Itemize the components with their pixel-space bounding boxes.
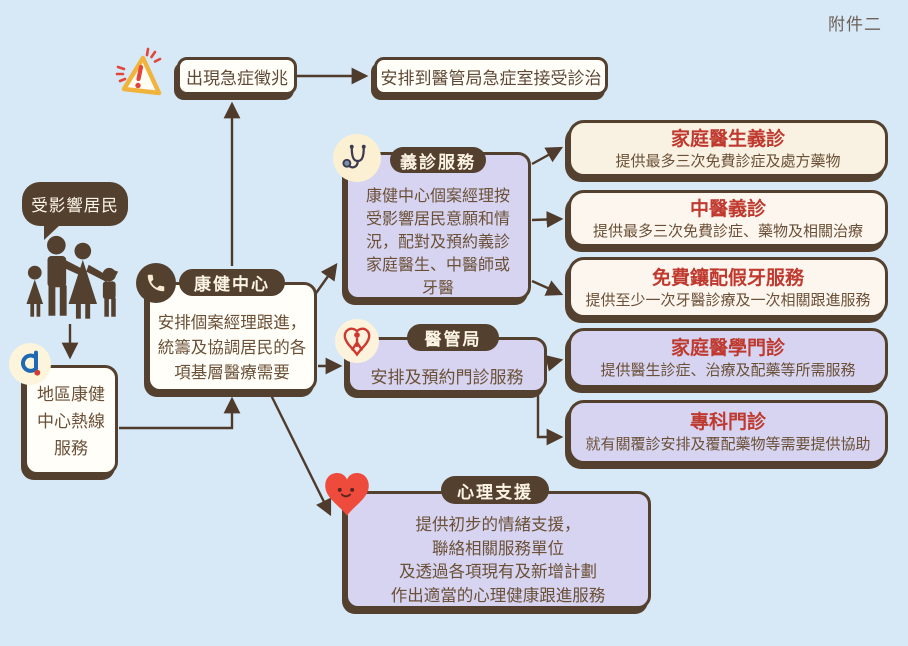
service-title: 免費鑲配假牙服務 bbox=[651, 266, 804, 289]
arrow-ha-to-gopc bbox=[545, 355, 564, 372]
service-specialist-outpatient: 專科門診 就有關覆診安排及覆配藥物等需要提供協助 bbox=[568, 400, 888, 464]
emergency-sign-label: 出現急症徵兆 bbox=[186, 68, 288, 89]
psych-support-line: 及透過各項現有及新增計劃 bbox=[399, 562, 597, 581]
warning-triangle-icon bbox=[112, 46, 170, 110]
psych-support-line: 作出適當的心理健康跟進服務 bbox=[390, 585, 606, 605]
free-clinic-line: 康健中心個案經理按 bbox=[365, 186, 510, 205]
arrow-centre-to-clinic bbox=[313, 263, 338, 297]
psych-support-title: 心理支援 bbox=[441, 476, 549, 504]
emergency-action-box: 安排到醫管局急症室接受診治 bbox=[374, 57, 608, 95]
health-centre-box: 安排個案經理跟進， 統籌及協調居民的各 項基層醫療需要 bbox=[147, 282, 317, 392]
free-clinic-box: 康健中心個案經理按 受影響居民意願和情 況，配對及預約義診 家庭醫生、中醫師或 … bbox=[345, 152, 531, 300]
residents-label: 受影響居民 bbox=[31, 196, 119, 215]
heart-face-icon bbox=[318, 466, 376, 526]
psych-support-line: 聯絡相關服務單位 bbox=[432, 538, 564, 558]
hospital-authority-body: 安排及預約門診服務 bbox=[370, 368, 524, 388]
hotline-line: 服務 bbox=[54, 439, 88, 459]
health-centre-title: 康健中心 bbox=[179, 269, 285, 296]
residents-speech-bubble: 受影響居民 bbox=[22, 182, 128, 240]
health-centre-line: 安排個案經理跟進， bbox=[157, 313, 307, 332]
emergency-sign-box: 出現急症徵兆 bbox=[177, 57, 297, 95]
phone-icon bbox=[136, 263, 176, 303]
service-desc: 就有關覆診安排及覆配藥物等需要提供協助 bbox=[585, 435, 871, 453]
arrow-centre-to-psych bbox=[266, 388, 332, 517]
free-clinic-line: 受影響居民意願和情 bbox=[365, 209, 510, 228]
free-clinic-line: 牙醫 bbox=[421, 278, 454, 297]
hospital-authority-title: 醫管局 bbox=[407, 324, 499, 351]
service-title: 家庭醫生義診 bbox=[670, 127, 785, 150]
service-desc: 提供醫生診症、治療及配藥等所需服務 bbox=[600, 361, 856, 379]
psych-support-box: 提供初步的情緒支援， 聯絡相關服務單位 及透過各項現有及新增計劃 作出適當的心理… bbox=[345, 491, 651, 609]
arrow-clinic-to-denture bbox=[531, 279, 564, 296]
free-clinic-line: 況，配對及預約義診 bbox=[365, 232, 510, 251]
district-health-centre-logo bbox=[9, 343, 51, 385]
service-desc: 提供最多三次免費診症及處方藥物 bbox=[615, 151, 841, 170]
hotline-box: 地區康健 中心熱線 服務 bbox=[24, 365, 118, 475]
service-title: 專科門診 bbox=[689, 411, 766, 433]
service-title: 家庭醫學門診 bbox=[670, 337, 785, 359]
service-free-denture: 免費鑲配假牙服務 提供至少一次牙醫診療及一次相關跟進服務 bbox=[568, 257, 888, 318]
psych-support-line: 提供初步的情緒支援， bbox=[415, 515, 581, 534]
hotline-line: 中心熱線 bbox=[37, 412, 105, 432]
health-centre-line: 項基層醫療需要 bbox=[174, 363, 290, 382]
stethoscope-icon bbox=[333, 134, 381, 182]
family-silhouette bbox=[24, 231, 122, 329]
service-desc: 提供至少一次牙醫診療及一次相關跟進服務 bbox=[585, 290, 871, 309]
service-chinese-medicine-clinic: 中醫義診 提供最多三次免費診症、藥物及相關治療 bbox=[568, 190, 888, 247]
hospital-authority-logo bbox=[335, 319, 379, 363]
service-family-doctor-clinic: 家庭醫生義診 提供最多三次免費診症及處方藥物 bbox=[568, 120, 888, 177]
arrow-hotline-to-centre bbox=[119, 396, 241, 430]
arrow-clinic-to-family-doctor bbox=[531, 146, 564, 166]
service-family-medicine-outpatient: 家庭醫學門診 提供醫生診症、治療及配藥等所需服務 bbox=[568, 328, 888, 388]
arrow-clinic-to-chinese-med bbox=[531, 211, 564, 228]
service-desc: 提供最多三次免費診症、藥物及相關治療 bbox=[592, 221, 863, 240]
free-clinic-line: 家庭醫生、中醫師或 bbox=[365, 255, 510, 274]
service-title: 中醫義診 bbox=[689, 197, 766, 220]
free-clinic-title: 義診服務 bbox=[390, 147, 486, 173]
annex-label: 附件二 bbox=[828, 15, 882, 35]
arrow-ha-to-specialist bbox=[536, 393, 564, 446]
emergency-action-label: 安排到醫管局急症室接受診治 bbox=[380, 68, 602, 89]
health-centre-line: 統籌及協調居民的各 bbox=[157, 338, 307, 357]
hotline-line: 地區康健 bbox=[37, 385, 105, 405]
